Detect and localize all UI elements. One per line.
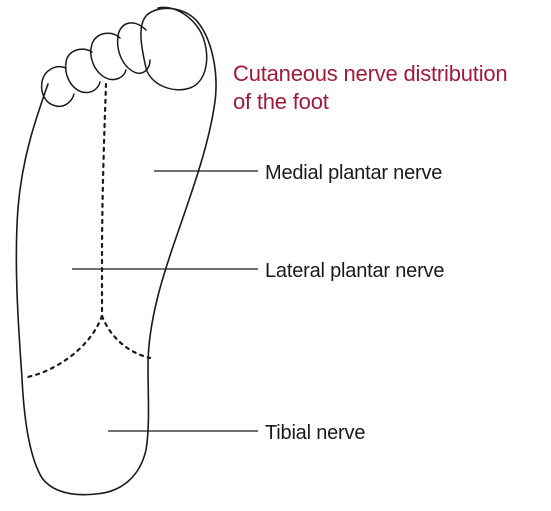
foot-outline — [16, 8, 216, 494]
label-medial-plantar-nerve: Medial plantar nerve — [265, 161, 442, 185]
diagram-title: Cutaneous nerve distribution of the foot — [233, 60, 551, 116]
title-line-2: of the foot — [233, 88, 551, 116]
label-lateral-plantar-nerve: Lateral plantar nerve — [265, 259, 444, 283]
medial-lateral-boundary-dotted — [102, 84, 106, 316]
fourth-toe — [66, 49, 100, 92]
title-line-1: Cutaneous nerve distribution — [233, 60, 551, 88]
heel-boundary-right-dotted — [102, 316, 150, 358]
label-tibial-nerve: Tibial nerve — [265, 421, 365, 445]
heel-boundary-left-dotted — [24, 316, 102, 378]
